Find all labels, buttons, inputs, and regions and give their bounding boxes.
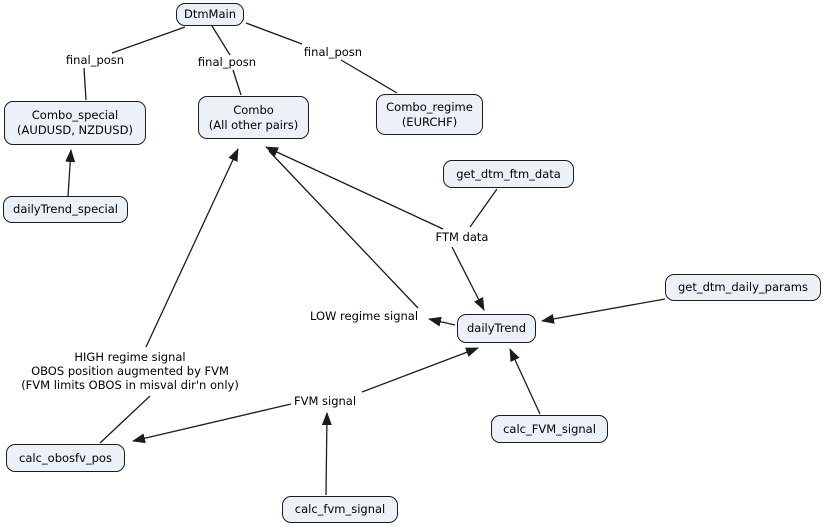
edge-fvmlabel-dailytrend: [361, 347, 479, 393]
edge-finalposn-center-combo: [232, 69, 242, 96]
node-get-dtm-ftm-data: get_dtm_ftm_data: [443, 160, 574, 188]
edge-calcfvmsignallower-fvmlabel: [321, 412, 332, 496]
node-dailytrend: dailyTrend: [457, 314, 536, 343]
node-combo-regime-line1: Combo_regime: [386, 99, 473, 114]
edge-getdtmdailyparams-dailytrend: [541, 298, 666, 324]
node-combo-regime-line2: (EURCHF): [401, 114, 458, 129]
node-dailytrend-special-label: dailyTrend_special: [13, 202, 118, 216]
edge-label-fvm-signal: FVM signal: [293, 394, 357, 408]
node-calc-fvm-signal-lower-label: calc_fvm_signal: [294, 502, 386, 516]
node-get-dtm-ftm-data-label: get_dtm_ftm_data: [456, 166, 561, 181]
node-combo-regime: Combo_regime (EURCHF): [376, 94, 483, 135]
edge-getdtmftmdata-ftmlabel: [469, 188, 498, 228]
node-calc-obosfv-pos-label: calc_obosfv_pos: [19, 450, 112, 465]
edge-lowlabel-combo: [268, 150, 419, 309]
node-dtmmain-label: DtmMain: [183, 7, 237, 21]
edge-ftmlabel-combo: [265, 146, 444, 230]
node-combo-line2: (All other pairs): [208, 117, 299, 132]
node-combo-special-line1: Combo_special: [31, 108, 119, 122]
node-calc-fvm-signal-upper: calc_FVM_signal: [491, 415, 608, 443]
node-combo: Combo (All other pairs): [198, 96, 309, 139]
edge-highlabel-combo: [145, 148, 239, 348]
node-dailytrend-label: dailyTrend: [466, 321, 527, 335]
edge-dailytrend-lowlabel: [428, 316, 456, 327]
edge-label-final-posn-left: final_posn: [65, 53, 125, 67]
edge-label-final-posn-center: final_posn: [197, 55, 257, 69]
edge-dtmmain-finalposn-right: [245, 22, 303, 45]
edge-ftmlabel-dailytrend: [451, 246, 485, 311]
edge-dailytrendspecial-combospecial: [65, 149, 76, 197]
edge-label-high-regime-line3: (FVM limits OBOS in misval dir'n only): [21, 378, 239, 392]
edge-dtmmain-finalposn-center: [211, 25, 231, 56]
node-dtmmain: DtmMain: [176, 3, 244, 26]
edge-label-low-regime-signal: LOW regime signal: [309, 309, 419, 323]
node-calc-fvm-signal-lower: calc_fvm_signal: [282, 496, 398, 523]
edge-dtmmain-finalposn-left: [111, 26, 186, 54]
node-get-dtm-daily-params: get_dtm_daily_params: [665, 274, 821, 301]
node-combo-special-line2: (AUDUSD, NZDUSD): [17, 123, 133, 137]
edge-label-ftm-data: FTM data: [435, 230, 489, 244]
node-combo-line1: Combo: [233, 102, 274, 117]
node-calc-fvm-signal-upper-label: calc_FVM_signal: [503, 421, 596, 436]
node-calc-obosfv-pos: calc_obosfv_pos: [6, 444, 125, 472]
edge-label-high-regime-line2: OBOS position augmented by FVM: [31, 364, 229, 378]
edge-calcfvmsignalupper-dailytrend: [509, 348, 541, 415]
node-get-dtm-daily-params-label: get_dtm_daily_params: [677, 280, 808, 294]
node-combo-special: Combo_special (AUDUSD, NZDUSD): [4, 101, 146, 145]
edge-label-high-regime-line1: HIGH regime signal: [74, 350, 186, 364]
node-dailytrend-special: dailyTrend_special: [3, 196, 128, 223]
edge-label-high-regime-signal: HIGH regime signal OBOS position augment…: [21, 350, 239, 392]
edge-finalposn-left-combospecial: [83, 67, 87, 101]
edge-calcobosfvpos-highlabel: [99, 395, 151, 444]
edge-finalposn-right-comboregime: [340, 59, 398, 94]
edge-label-final-posn-right: final_posn: [303, 45, 363, 59]
edge-fvmlabel-calcobosfvpos: [132, 403, 292, 444]
